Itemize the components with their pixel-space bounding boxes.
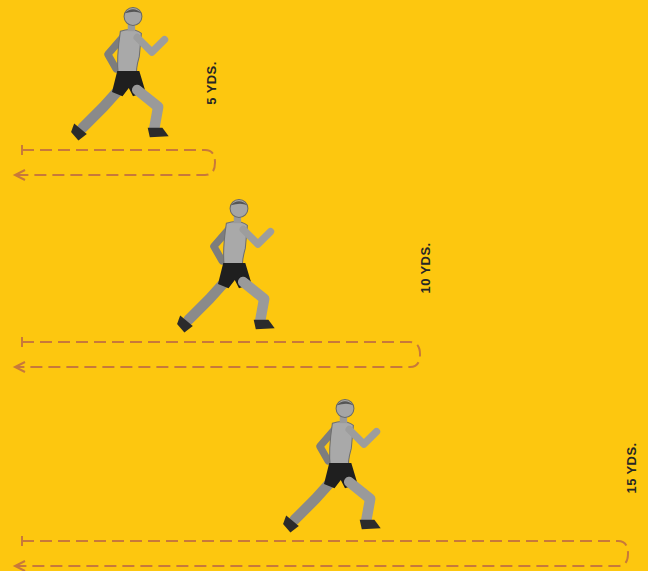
runner-figure (177, 200, 275, 333)
runner-figure (283, 400, 381, 533)
distance-label: 5 YDS. (204, 61, 219, 104)
shuttle-path (15, 145, 215, 180)
distance-label: 10 YDS. (418, 243, 433, 294)
distance-label: 15 YDS. (624, 443, 639, 494)
runner-figure (71, 8, 169, 141)
shuttle-path (15, 337, 420, 372)
shuttle-path (15, 536, 628, 571)
